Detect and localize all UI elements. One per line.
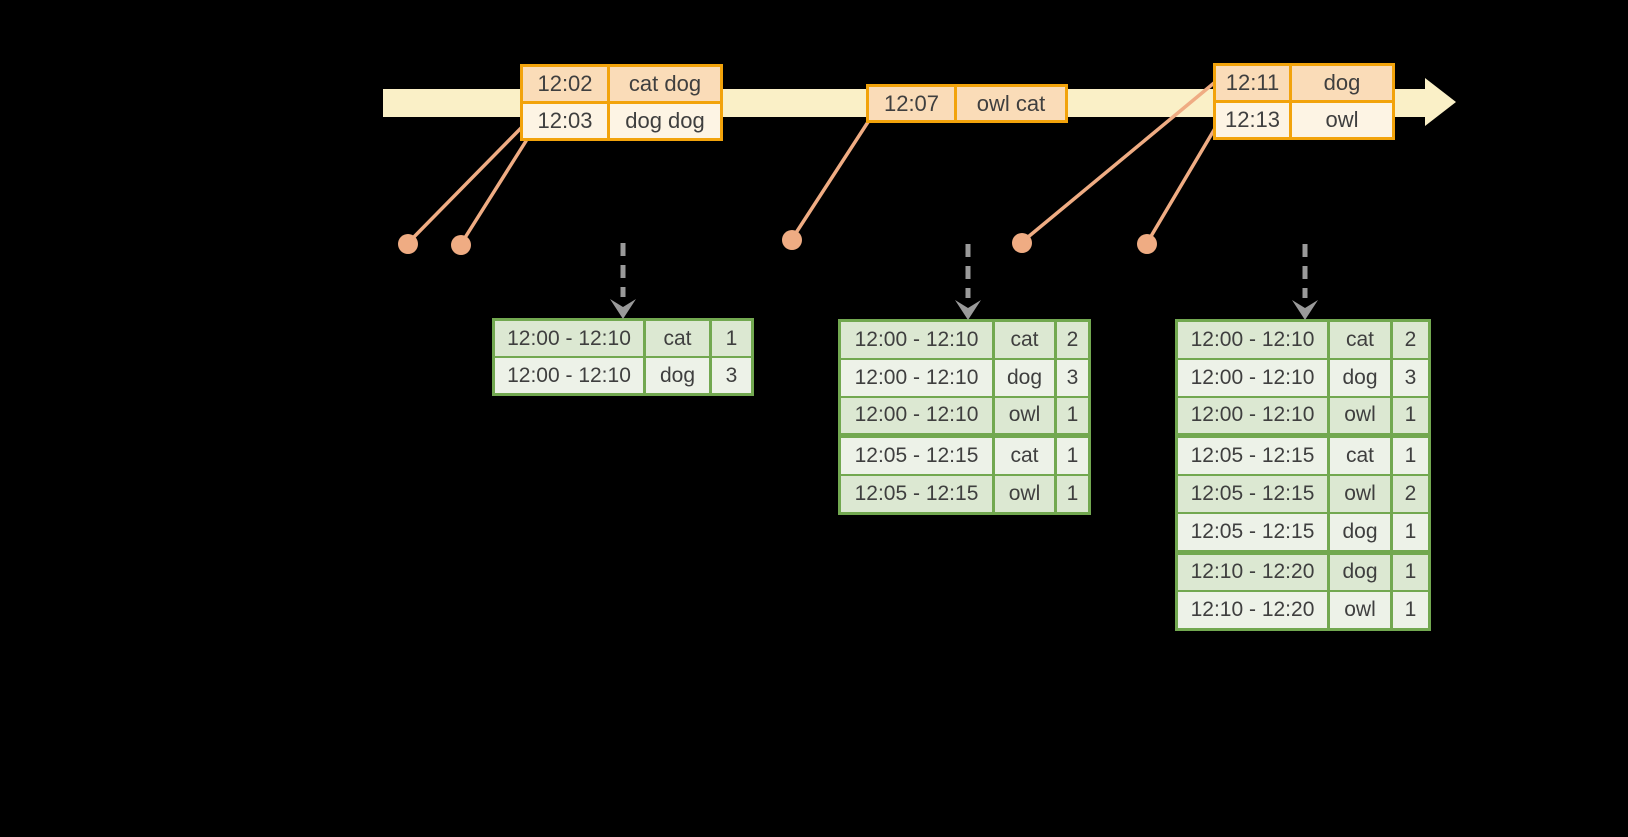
count-cell: 1 <box>709 321 751 356</box>
count-cell: 1 <box>1390 554 1428 591</box>
window-cell: 12:00 - 12:10 <box>854 327 979 351</box>
connector-line <box>406 124 525 245</box>
window-cell: 12:05 - 12:15 <box>854 482 979 506</box>
event-table-2: 12:07 owl cat <box>866 84 1068 123</box>
event-time-cell: 12:03 <box>523 104 610 138</box>
result-table-1: 12:00 - 12:10 cat 1 12:00 - 12:10 dog 3 <box>492 318 754 396</box>
event-words-cell: cat dog <box>628 71 702 96</box>
word-cell: cat <box>992 438 1054 475</box>
result-row: 12:10 - 12:20 dog 1 <box>1178 549 1428 591</box>
count-cell: 1 <box>1390 397 1428 434</box>
count-cell: 2 <box>1054 322 1088 358</box>
window-cell: 12:05 - 12:15 <box>1190 519 1315 543</box>
event-time-cell: 12:02 <box>523 67 610 101</box>
event-dot <box>1137 234 1157 254</box>
timeline-arrowhead-icon <box>1425 78 1456 126</box>
event-dot <box>782 230 802 250</box>
result-row: 12:00 - 12:10 dog 3 <box>1178 357 1428 396</box>
word-cell: dog <box>992 359 1054 396</box>
event-words-cell: owl cat <box>976 90 1046 116</box>
result-row: 12:00 - 12:10 owl 1 <box>841 395 1088 434</box>
result-row: 12:00 - 12:10 owl 1 <box>1178 395 1428 434</box>
word-cell: dog <box>1327 554 1390 591</box>
event-row: 12:03 dog dog <box>523 101 720 138</box>
connector-line <box>1020 81 1216 244</box>
window-cell: 12:00 - 12:10 <box>507 326 631 350</box>
event-row: 12:11 dog <box>1216 66 1392 100</box>
connector-line <box>459 139 528 246</box>
trigger-arrowhead-icon <box>955 300 981 320</box>
connector-line <box>790 120 870 241</box>
window-cell: 12:00 - 12:10 <box>1190 327 1315 351</box>
window-cell: 12:00 - 12:10 <box>854 403 979 427</box>
window-cell: 12:05 - 12:15 <box>1190 444 1315 468</box>
word-cell: owl <box>1327 397 1390 434</box>
result-row: 12:00 - 12:10 cat 2 <box>1178 322 1428 358</box>
event-dot <box>451 235 471 255</box>
result-row: 12:00 - 12:10 dog 3 <box>495 356 751 393</box>
count-cell: 2 <box>1390 322 1428 358</box>
window-cell: 12:00 - 12:10 <box>507 363 631 387</box>
window-cell: 12:10 - 12:20 <box>1190 560 1315 584</box>
word-cell: owl <box>1327 592 1390 628</box>
word-cell: owl <box>1327 476 1390 512</box>
event-time-cell: 12:07 <box>869 87 957 120</box>
window-cell: 12:05 - 12:15 <box>854 444 979 468</box>
count-cell: 3 <box>1054 359 1088 396</box>
count-cell: 1 <box>1390 592 1428 628</box>
result-row: 12:05 - 12:15 cat 1 <box>1178 433 1428 474</box>
window-cell: 12:10 - 12:20 <box>1190 598 1315 622</box>
result-row: 12:05 - 12:15 owl 1 <box>841 474 1088 512</box>
result-table-3: 12:00 - 12:10 cat 2 12:00 - 12:10 dog 3 … <box>1175 319 1431 631</box>
result-table-2: 12:00 - 12:10 cat 2 12:00 - 12:10 dog 3 … <box>838 319 1091 515</box>
window-cell: 12:05 - 12:15 <box>1190 481 1315 505</box>
result-row: 12:00 - 12:10 dog 3 <box>841 357 1088 396</box>
event-words-cell: owl <box>1325 107 1359 132</box>
word-cell: owl <box>992 476 1054 512</box>
count-cell: 2 <box>1390 476 1428 512</box>
word-cell: dog <box>1327 359 1390 396</box>
count-cell: 1 <box>1390 438 1428 474</box>
count-cell: 1 <box>1390 513 1428 550</box>
word-cell: cat <box>643 321 709 356</box>
count-cell: 3 <box>709 358 751 393</box>
word-cell: dog <box>643 358 709 393</box>
event-words-cell: dog dog <box>625 108 705 133</box>
result-row: 12:05 - 12:15 owl 2 <box>1178 474 1428 512</box>
word-cell: cat <box>1327 438 1390 474</box>
result-row: 12:10 - 12:20 owl 1 <box>1178 590 1428 628</box>
result-row: 12:00 - 12:10 cat 2 <box>841 322 1088 358</box>
window-cell: 12:00 - 12:10 <box>854 365 979 389</box>
event-row: 12:02 cat dog <box>523 67 720 101</box>
word-cell: cat <box>992 322 1054 358</box>
event-dot <box>1012 233 1032 253</box>
count-cell: 3 <box>1390 359 1428 396</box>
event-words-cell: dog <box>1323 70 1361 95</box>
trigger-arrowhead-icon <box>1292 300 1318 320</box>
event-table-3: 12:11 dog 12:13 owl <box>1213 63 1395 140</box>
trigger-arrowhead-icon <box>610 299 636 319</box>
count-cell: 1 <box>1054 438 1088 475</box>
result-row: 12:00 - 12:10 cat 1 <box>495 321 751 356</box>
result-row: 12:05 - 12:15 dog 1 <box>1178 511 1428 550</box>
event-row: 12:07 owl cat <box>869 87 1065 120</box>
event-table-1: 12:02 cat dog 12:03 dog dog <box>520 64 723 141</box>
count-cell: 1 <box>1054 476 1088 512</box>
word-cell: cat <box>1327 322 1390 358</box>
connector-line <box>1145 123 1219 245</box>
word-cell: dog <box>1327 513 1390 550</box>
event-row: 12:13 owl <box>1216 100 1392 137</box>
word-cell: owl <box>992 397 1054 434</box>
window-cell: 12:00 - 12:10 <box>1190 365 1315 389</box>
event-time-cell: 12:11 <box>1216 66 1292 100</box>
event-dot <box>398 234 418 254</box>
window-cell: 12:00 - 12:10 <box>1190 403 1315 427</box>
event-time-cell: 12:13 <box>1216 103 1292 137</box>
count-cell: 1 <box>1054 397 1088 434</box>
result-row: 12:05 - 12:15 cat 1 <box>841 433 1088 475</box>
